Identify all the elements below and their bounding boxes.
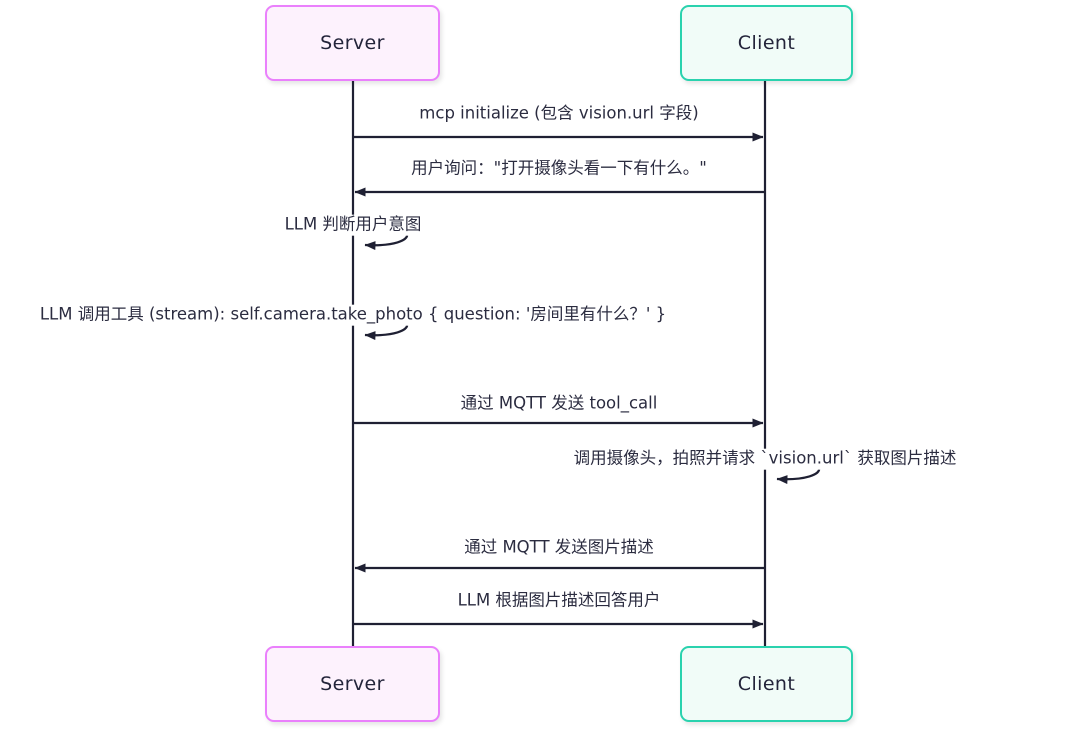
message-label-6: 调用摄像头，拍照并请求 `vision.url` 获取图片描述 [569,448,961,470]
participant-client-bottom-label: Client [737,673,796,695]
participant-server-bottom[interactable]: Server [265,646,440,722]
message-label-1: mcp initialize (包含 vision.url 字段) [415,103,703,125]
participant-server-top-label: Server [320,32,385,54]
message-label-8: LLM 根据图片描述回答用户 [453,590,665,612]
participant-client-top[interactable]: Client [680,5,853,81]
message-label-4: LLM 调用工具 (stream): self.camera.take_phot… [35,304,671,326]
participant-server-top[interactable]: Server [265,5,440,81]
message-label-2: 用户询问："打开摄像头看一下有什么。" [407,158,711,180]
message-label-5: 通过 MQTT 发送 tool_call [456,393,662,415]
participant-client-bottom[interactable]: Client [680,646,853,722]
participant-client-top-label: Client [737,32,796,54]
message-label-7: 通过 MQTT 发送图片描述 [460,537,658,559]
participant-server-bottom-label: Server [320,673,385,695]
message-label-3: LLM 判断用户意图 [280,214,426,236]
